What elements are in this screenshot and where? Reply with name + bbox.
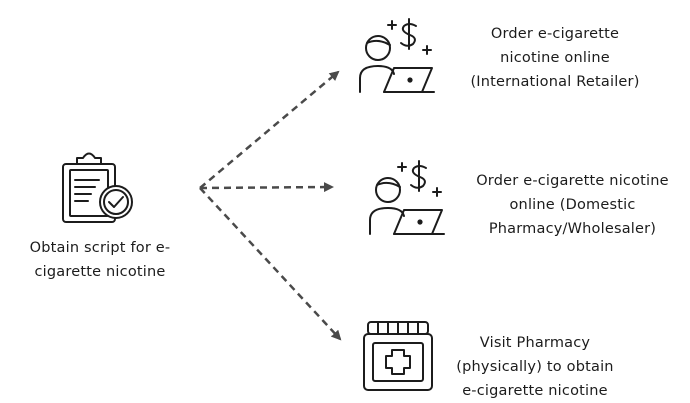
person-laptop-dollar-icon <box>359 18 435 93</box>
option-label-line: Order e-cigarette nicotine <box>476 173 669 189</box>
option-domestic-label: Order e-cigarette nicotine online (Domes… <box>455 169 690 241</box>
arrows <box>199 70 342 341</box>
source-label-line: Obtain script for e- <box>29 240 171 256</box>
option-label-line: online (Domestic <box>509 197 636 213</box>
arrow-to-pharmacy <box>199 187 342 341</box>
option-label-line: Pharmacy/Wholesaler) <box>488 221 657 237</box>
option-label-line: Order e-cigarette <box>490 26 620 42</box>
option-label-line: e-cigarette nicotine <box>462 383 608 399</box>
medicine-jar-cross-icon <box>363 321 433 391</box>
option-label-line: (physically) to obtain <box>456 359 614 375</box>
source-label-line: cigarette nicotine <box>34 264 166 280</box>
source-label: Obtain script for e- cigarette nicotine <box>0 236 200 284</box>
arrow-to-international <box>199 70 340 189</box>
option-label-line: (International Retailer) <box>470 74 640 90</box>
arrow-to-domestic <box>199 182 334 193</box>
diagram-canvas <box>62 18 445 391</box>
option-international-label: Order e-cigarette nicotine online (Inter… <box>440 22 670 94</box>
option-label-line: nicotine online <box>500 50 610 66</box>
option-pharmacy-label: Visit Pharmacy (physically) to obtain e-… <box>420 331 650 403</box>
clipboard-check-icon <box>62 152 133 223</box>
person-laptop-dollar-icon <box>369 160 445 235</box>
option-label-line: Visit Pharmacy <box>479 335 591 351</box>
